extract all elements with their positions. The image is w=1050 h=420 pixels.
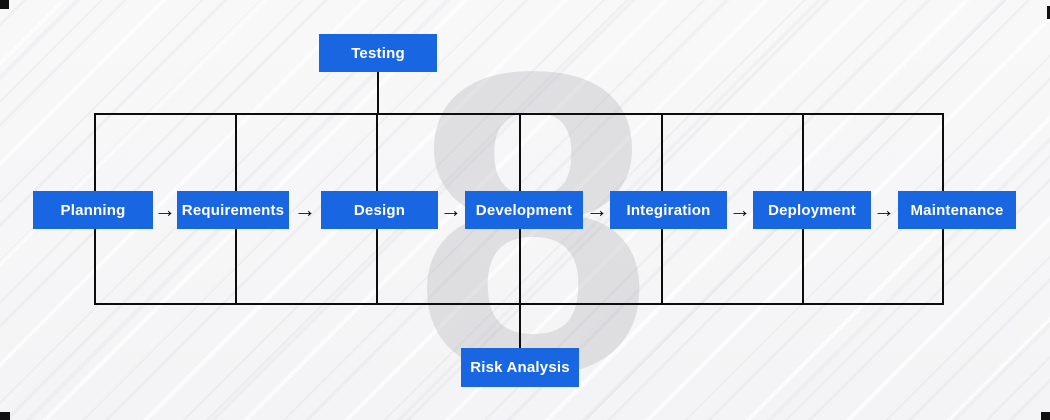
- testing-connector-line: [377, 72, 379, 113]
- phase-box-deployment: Deployment: [753, 191, 871, 229]
- phase-box-planning: Planning: [33, 191, 153, 229]
- phase-box-development: Development: [465, 191, 583, 229]
- phase-box-design: Design: [321, 191, 438, 229]
- phase-box-maintenance: Maintenance: [898, 191, 1016, 229]
- flow-arrow-icon: →: [586, 197, 608, 222]
- flow-arrow-icon: →: [154, 197, 176, 222]
- corner-mark: [0, 412, 10, 420]
- corner-mark: [1041, 412, 1050, 420]
- flow-arrow-icon: →: [729, 197, 751, 222]
- corner-mark: [1047, 6, 1050, 19]
- flow-arrow-icon: →: [440, 197, 462, 222]
- risk-analysis-connector-line: [519, 305, 521, 348]
- corner-mark: [0, 0, 9, 9]
- flow-arrow-icon: →: [873, 197, 895, 222]
- testing-box: Testing: [319, 34, 437, 72]
- flow-arrow-icon: →: [294, 197, 316, 222]
- phase-box-requirements: Requirements: [177, 191, 289, 229]
- phase-box-integration: Integiration: [610, 191, 727, 229]
- risk-analysis-box: Risk Analysis: [461, 348, 579, 387]
